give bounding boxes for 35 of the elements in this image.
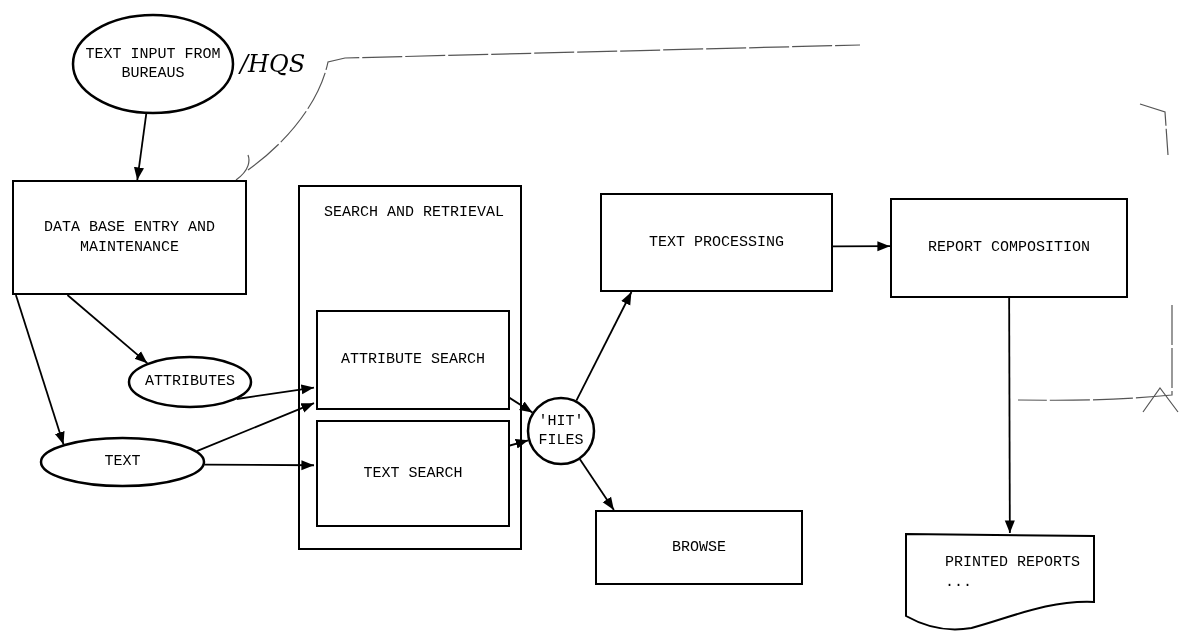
- node-label: TEXT PROCESSING: [649, 232, 784, 253]
- oval-node: [40, 437, 205, 487]
- node-label: ATTRIBUTE SEARCH: [341, 350, 485, 370]
- node-label: 'HIT' FILES: [538, 411, 584, 451]
- node-label: PRINTED REPORTS: [945, 553, 1081, 573]
- handwritten-note: /HQS: [240, 49, 306, 80]
- arrow: [579, 458, 615, 511]
- oval-node: [527, 397, 595, 465]
- process-box: [316, 310, 510, 410]
- ellipsis-text: ...: [945, 572, 972, 592]
- arrow: [66, 294, 149, 365]
- process-box: [12, 180, 247, 295]
- node-label: DATA BASE ENTRY AND MAINTENANCE: [43, 218, 216, 257]
- node-label: TEXT INPUT FROM BUREAUS: [84, 44, 222, 84]
- oval-node: [128, 356, 252, 408]
- arrow: [203, 460, 315, 471]
- process-box: [600, 193, 833, 292]
- oval-node: [72, 14, 234, 114]
- process-box: [316, 420, 510, 527]
- node-label: BROWSE: [672, 537, 726, 558]
- node-label: ATTRIBUTES: [145, 372, 235, 392]
- node-label: TEXT: [104, 452, 141, 472]
- arrow: [195, 402, 315, 453]
- arrow: [832, 241, 891, 252]
- process-box: [890, 198, 1128, 298]
- group-box: [298, 185, 522, 550]
- arrow: [134, 112, 148, 181]
- arrow: [1004, 297, 1015, 534]
- node-label: REPORT COMPOSITION: [928, 238, 1090, 258]
- document-shape: [905, 533, 1095, 630]
- group-title: SEARCH AND RETRIEVAL: [324, 203, 505, 223]
- process-box: [595, 510, 803, 585]
- arrow: [575, 291, 633, 402]
- node-label: TEXT SEARCH: [363, 463, 463, 484]
- arrow: [15, 294, 65, 446]
